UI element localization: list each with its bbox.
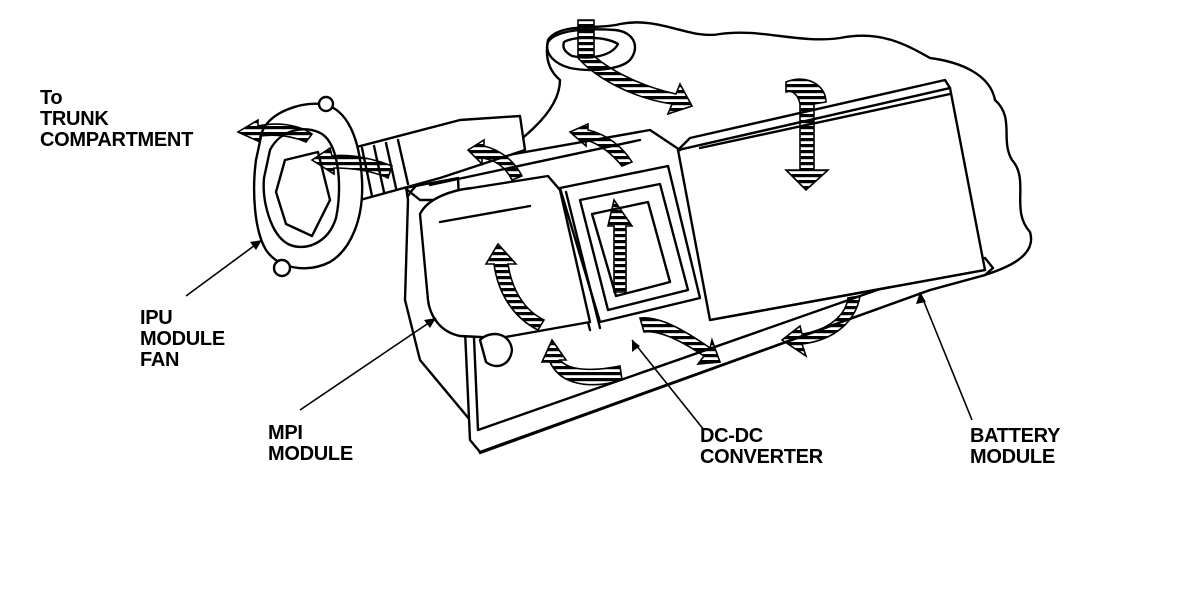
label-line: TRUNK — [40, 108, 109, 130]
label-line: DC-DC — [700, 425, 763, 447]
leader-lines — [185, 239, 973, 431]
airflow-arrow-icon — [568, 122, 634, 167]
label-trunk-compartment: To TRUNK COMPARTMENT — [40, 88, 193, 151]
airflow-arrow-icon — [784, 78, 831, 192]
leader-line-icon — [185, 239, 263, 297]
label-line: BATTERY — [970, 425, 1061, 447]
leader-line-icon — [631, 339, 705, 431]
airflow-arrow-icon — [577, 19, 694, 116]
airflow-arrow-icon — [236, 118, 314, 144]
airflow-arrow-icon — [540, 338, 623, 386]
leader-line-icon — [299, 317, 437, 411]
airflow-arrow-icon — [780, 295, 861, 358]
airflow-arrow-icon — [606, 198, 634, 293]
label-line: MODULE — [268, 443, 353, 465]
label-line: MODULE — [140, 328, 225, 350]
label-line: MPI — [268, 422, 303, 444]
leader-arrowheads — [250, 240, 926, 352]
airflow-arrow-icon — [484, 242, 546, 332]
airflow-arrow-icon — [638, 317, 722, 365]
label-line: MODULE — [970, 446, 1055, 468]
airflow-arrow-icon — [310, 146, 393, 180]
label-line: IPU — [140, 307, 173, 329]
leader-line-icon — [919, 291, 973, 421]
airflow-arrow-icon — [466, 138, 524, 182]
airflow-arrows — [236, 19, 861, 386]
label-line: CONVERTER — [700, 446, 823, 468]
label-line: COMPARTMENT — [40, 129, 193, 151]
label-mpi-module: MPI MODULE — [268, 423, 353, 465]
label-ipu-module-fan: IPU MODULE FAN — [140, 308, 225, 371]
label-line: FAN — [140, 349, 180, 371]
label-line: To — [40, 87, 63, 109]
label-dcdc-converter: DC-DC CONVERTER — [700, 426, 823, 468]
label-battery-module: BATTERY MODULE — [970, 426, 1060, 468]
